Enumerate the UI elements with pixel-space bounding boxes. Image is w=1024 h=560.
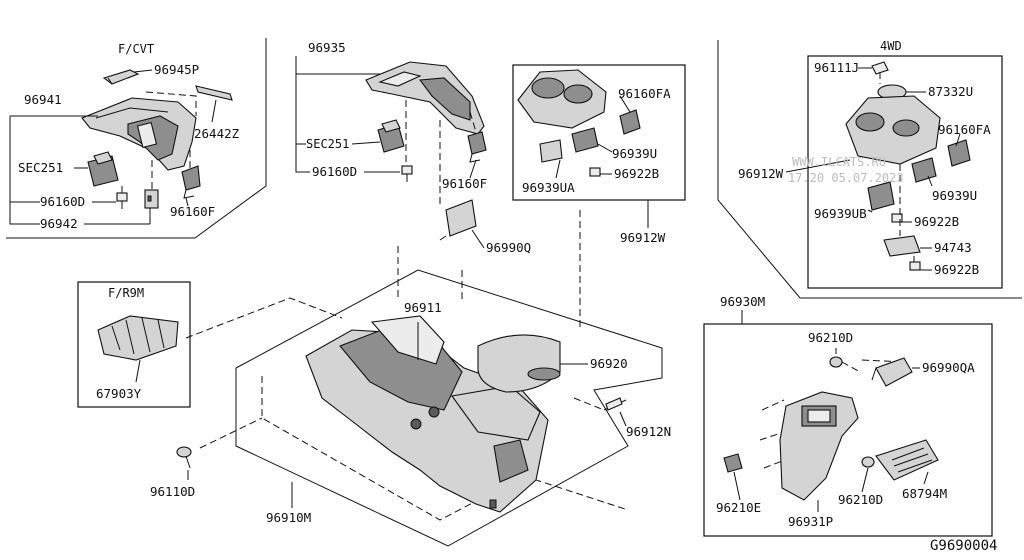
fcvt-region: F/CVT	[6, 38, 267, 239]
knob-cover-96945P	[102, 69, 140, 85]
part-label-87332U: 87332U	[928, 84, 973, 99]
rear-panel-96931P-drawing	[779, 391, 859, 501]
part-label-96939UB: 96939UB	[814, 206, 867, 221]
bezel-96935-drawing	[365, 61, 485, 135]
part-label-96912W-a: 96912W	[620, 230, 666, 245]
mat-67903Y-drawing	[97, 315, 179, 361]
fr9m-frame	[77, 281, 191, 408]
part-label-96922B-c: 96922B	[934, 262, 979, 277]
bracket-96160F-b	[467, 131, 487, 163]
fcvt-border	[6, 38, 267, 239]
part-label-96922B-a: 96922B	[614, 166, 659, 181]
part-label-96939U-a: 96939U	[612, 146, 657, 161]
part-label-96210D-b: 96210D	[838, 492, 883, 507]
part-label-96912N: 96912N	[626, 424, 671, 439]
section-label-fr9m: F/R9M	[108, 286, 144, 300]
bracket-96160F-a	[181, 165, 201, 199]
screw-96110D	[176, 446, 192, 469]
wd4-drawing	[845, 61, 971, 271]
part-label-96990QA: 96990QA	[922, 360, 975, 375]
rear-panel-frame	[703, 323, 993, 537]
part-label-96939UA: 96939UA	[522, 180, 575, 195]
part-label-96210E: 96210E	[716, 500, 761, 515]
part-label-96160F-b: 96160F	[442, 176, 487, 191]
part-label-96160FA-a: 96160FA	[618, 86, 671, 101]
part-label-67903Y: 67903Y	[96, 386, 142, 401]
part-label-96930M: 96930M	[720, 294, 765, 309]
bracket-96990QA	[871, 357, 913, 387]
part-label-96990Q: 96990Q	[486, 240, 531, 255]
part-label-96931P: 96931P	[788, 514, 833, 529]
watermark-date: 17.20 05.07.2023	[788, 171, 904, 185]
armrest-96920	[477, 334, 561, 393]
fr9m-box: F/R9M 67903Y	[77, 281, 191, 408]
screw-96210D-b	[861, 456, 875, 468]
console-frame	[235, 269, 663, 547]
part-label-96935: 96935	[308, 40, 346, 55]
section-label-fcvt: F/CVT	[118, 42, 154, 56]
part-label-sec251-a: SEC251	[18, 160, 63, 175]
part-label-96111J: 96111J	[814, 60, 859, 75]
bezel-96935-region: 96935 SEC251 96160D 9616	[295, 40, 531, 255]
part-label-96945P: 96945P	[154, 62, 199, 77]
part-label-96160D-b: 96160D	[312, 164, 357, 179]
diagram-code: G9690004	[930, 538, 997, 554]
clip-96210E	[723, 453, 743, 473]
shifter-bezel-drawing	[81, 97, 197, 171]
part-label-96939U-b: 96939U	[932, 188, 977, 203]
part-label-96922B-b: 96922B	[914, 214, 959, 229]
part-label-96942: 96942	[40, 216, 78, 231]
part-label-96911: 96911	[404, 300, 442, 315]
part-label-96941: 96941	[24, 92, 62, 107]
part-label-96210D-a: 96210D	[808, 330, 853, 345]
clip-96912N	[603, 397, 627, 411]
section-label-4wd: 4WD	[880, 39, 902, 53]
clip-96160D-a	[116, 192, 128, 209]
part-label-96160FA-b: 96160FA	[938, 122, 991, 137]
part-label-96912W-b: 96912W	[738, 166, 784, 181]
part-label-96160F-a: 96160F	[170, 204, 215, 219]
console-body-96910M	[305, 315, 549, 513]
wd4-frame	[807, 55, 1003, 289]
part-label-94743: 94743	[934, 240, 972, 255]
vent-68794M	[875, 439, 939, 481]
clip-96160D-b	[401, 165, 413, 182]
screw-96210D-a	[829, 348, 843, 368]
bracket-96990Q	[439, 199, 477, 241]
part-label-96920: 96920	[590, 356, 628, 371]
cupholder-drawing	[517, 69, 641, 177]
sec251-unit-b	[377, 119, 405, 153]
rear-panel-box: 96930M	[703, 294, 993, 537]
main-console-region: 96911 96920 96912N 96110D 96910M	[150, 210, 671, 547]
cupholder-frame	[512, 64, 686, 201]
part-label-96160D-a: 96160D	[40, 194, 85, 209]
wd4-region: 4WD 96111J 87332U 96160FA 969	[717, 39, 1022, 299]
part-label-68794M: 68794M	[902, 486, 947, 501]
strip-26442Z	[195, 85, 233, 101]
part-label-sec251-b: SEC251	[306, 137, 349, 151]
wd4-border	[717, 40, 1022, 299]
sec251-unit-a	[87, 151, 119, 187]
part-label-96910M: 96910M	[266, 510, 311, 525]
part-label-26442Z: 26442Z	[194, 126, 240, 141]
part-label-96110D: 96110D	[150, 484, 195, 499]
watermark-site: WWW.ILCATS.RU	[792, 155, 886, 169]
cupholder-box: 96160FA 96939U 96939UA 96922B 96912W	[512, 64, 686, 245]
connector-96942	[144, 189, 159, 209]
